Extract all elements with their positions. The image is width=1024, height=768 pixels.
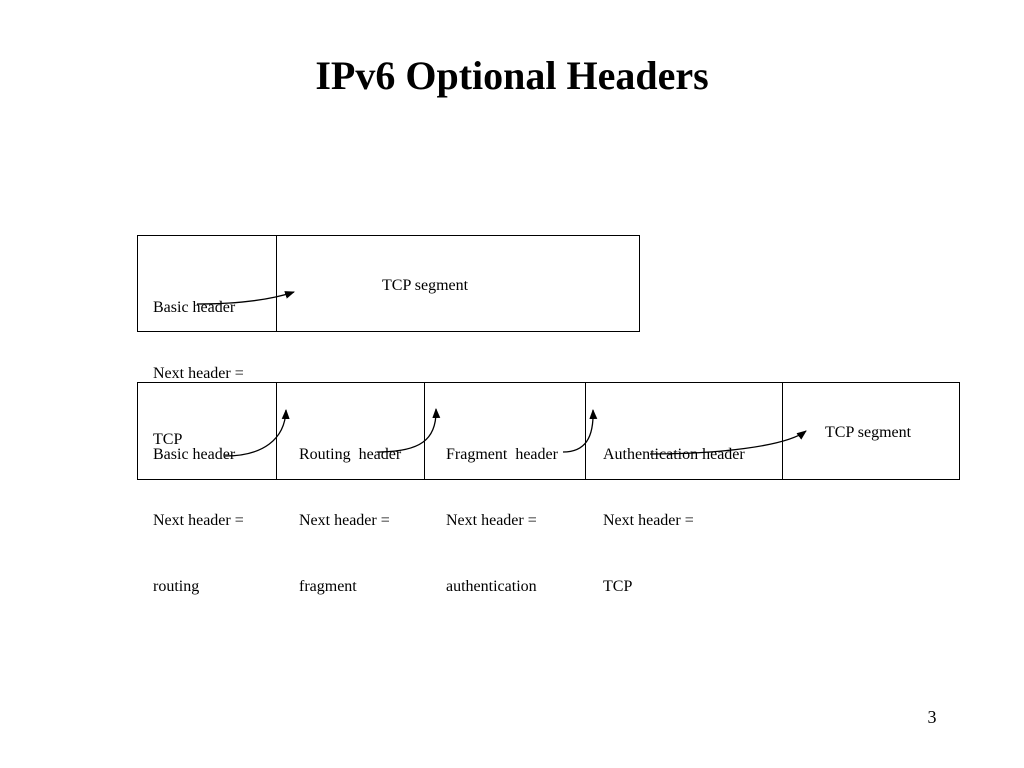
slide-title: IPv6 Optional Headers <box>315 53 709 98</box>
packet-basic-tcp: Basic header Next header = TCP TCP segme… <box>137 235 640 448</box>
header-line-next: Next header = <box>153 365 244 382</box>
header-line-next: Next header = <box>446 512 537 529</box>
tcp-segment-cell: TCP segment <box>277 236 639 331</box>
header-line-label: Authentication header <box>603 446 745 463</box>
routing-header-cell: Routing header Next header = fragment <box>277 383 425 595</box>
basic-header-cell: Basic header Next header = TCP <box>138 236 277 448</box>
header-line-next: Next header = <box>299 512 390 529</box>
header-line-label: Fragment header <box>446 446 558 463</box>
header-line-next: Next header = <box>153 512 244 529</box>
authentication-header-cell: Authentication header Next header = TCP <box>586 383 783 595</box>
fragment-header-cell: Fragment header Next header = authentica… <box>425 383 586 595</box>
header-line-value: TCP <box>153 431 183 448</box>
packet-with-extension-headers: Basic header Next header = routing Routi… <box>137 382 960 595</box>
header-line-value: routing <box>153 578 200 595</box>
tcp-segment-label: TCP segment <box>382 277 469 294</box>
page-number: 3 <box>927 707 937 727</box>
header-line-label: Basic header <box>153 446 236 463</box>
header-line-label: Routing header <box>299 446 402 463</box>
header-line-next: Next header = <box>603 512 694 529</box>
tcp-segment-cell: TCP segment <box>783 383 959 479</box>
header-line-label: Basic header <box>153 299 236 316</box>
header-line-value: fragment <box>299 578 357 595</box>
header-line-value: authentication <box>446 578 537 595</box>
basic-header-cell: Basic header Next header = routing <box>138 383 277 595</box>
header-line-value: TCP <box>603 578 633 595</box>
tcp-segment-label: TCP segment <box>825 424 912 441</box>
